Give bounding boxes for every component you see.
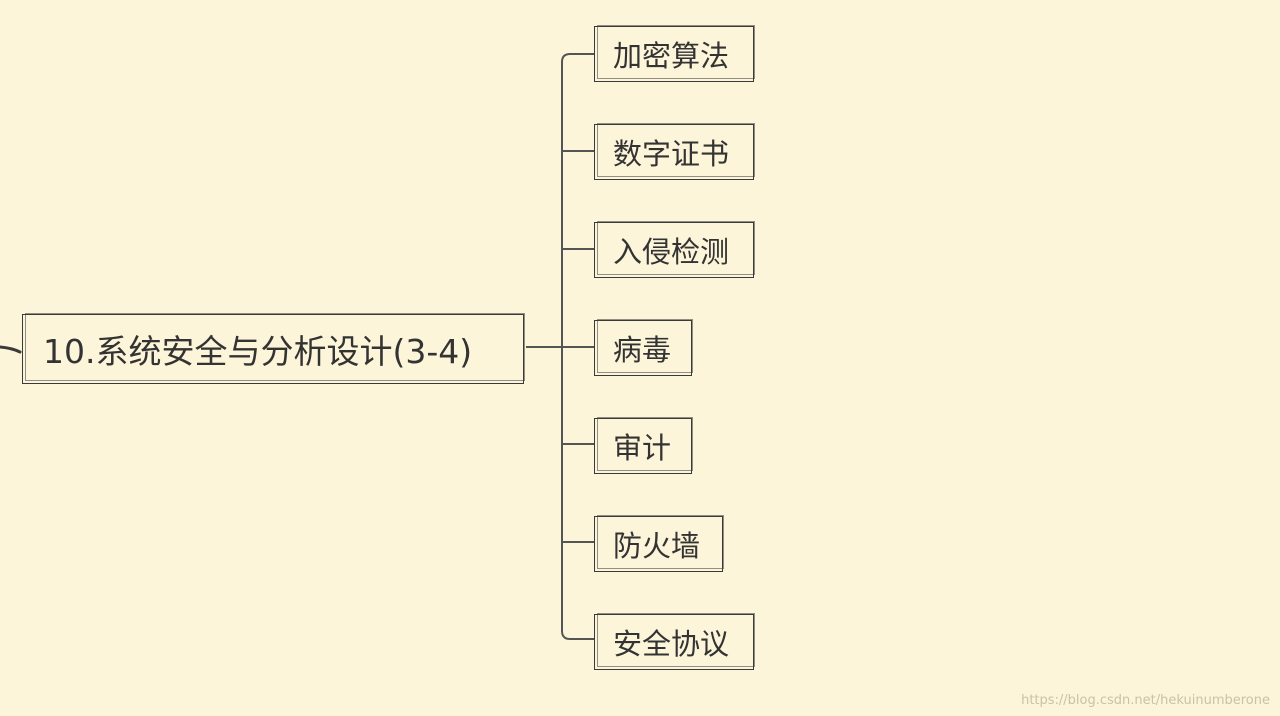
child-node-label: 数字证书 (613, 137, 730, 171)
child-node-label: 安全协议 (613, 627, 730, 661)
child-node-label: 审计 (613, 431, 672, 465)
child-node-label: 入侵检测 (613, 235, 730, 269)
child-node-virus[interactable]: 病毒 (594, 319, 693, 376)
child-node-security-protocol[interactable]: 安全协议 (594, 613, 755, 670)
child-node-digital-certificate[interactable]: 数字证书 (594, 123, 755, 180)
child-node-label: 防火墙 (613, 529, 701, 563)
child-node-intrusion-detection[interactable]: 入侵检测 (594, 221, 755, 278)
child-node-label: 病毒 (613, 333, 672, 367)
child-node-encryption-algorithm[interactable]: 加密算法 (594, 25, 755, 82)
child-node-audit[interactable]: 审计 (594, 417, 693, 474)
watermark-text: https://blog.csdn.net/hekuinumberone (1021, 693, 1270, 708)
root-node[interactable]: 10.系统安全与分析设计(3-4) (22, 313, 525, 384)
child-node-firewall[interactable]: 防火墙 (594, 515, 724, 572)
child-node-label: 加密算法 (613, 39, 730, 73)
root-incoming-line (0, 345, 22, 354)
root-node-label: 10.系统安全与分析设计(3-4) (43, 332, 473, 371)
